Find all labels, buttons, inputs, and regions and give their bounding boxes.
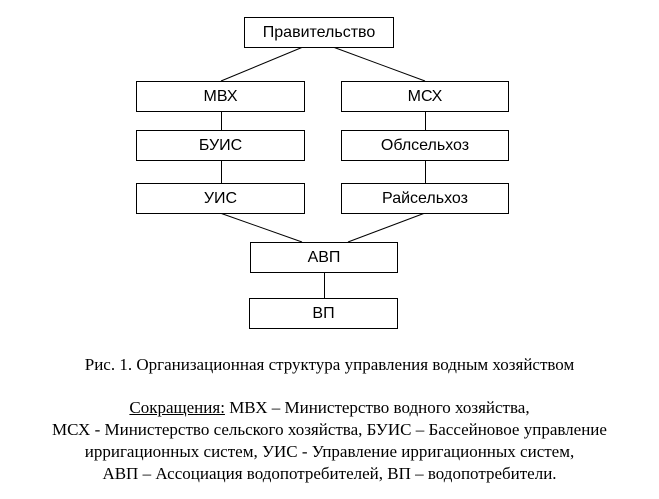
edge-government-mvh: [220, 46, 304, 82]
node-mvh: МВХ: [136, 81, 305, 112]
abbreviations-line-1: Сокращения: МВХ – Министерство водного х…: [0, 397, 659, 419]
edge-uis-avp: [219, 212, 303, 243]
abbreviations-block: Сокращения: МВХ – Министерство водного х…: [0, 397, 659, 485]
abbreviations-line-2: МСХ - Министерство сельского хозяйства, …: [52, 420, 607, 439]
node-rayselhoz: Райсельхоз: [341, 183, 509, 214]
node-msh: МСХ: [341, 81, 509, 112]
node-uis: УИС: [136, 183, 305, 214]
abbreviations-line-4: АВП – Ассоциация водопотребителей, ВП – …: [102, 464, 557, 483]
node-vp: ВП: [249, 298, 398, 329]
figure-caption: Рис. 1. Организационная структура управл…: [84, 355, 575, 374]
node-avp: АВП: [250, 242, 398, 273]
node-government: Правительство: [244, 17, 394, 48]
edge-government-msh: [332, 46, 426, 82]
abbreviations-heading: Сокращения:: [129, 398, 225, 417]
node-buis: БУИС: [136, 130, 305, 161]
abbreviations-line-1-text: МВХ – Министерство водного хозяйства,: [224, 398, 530, 417]
abbreviations-line-3: ирригационных систем, УИС - Управление и…: [84, 442, 575, 461]
edge-rayselhoz-avp: [347, 212, 426, 243]
node-oblselhoz: Облсельхоз: [341, 130, 509, 161]
